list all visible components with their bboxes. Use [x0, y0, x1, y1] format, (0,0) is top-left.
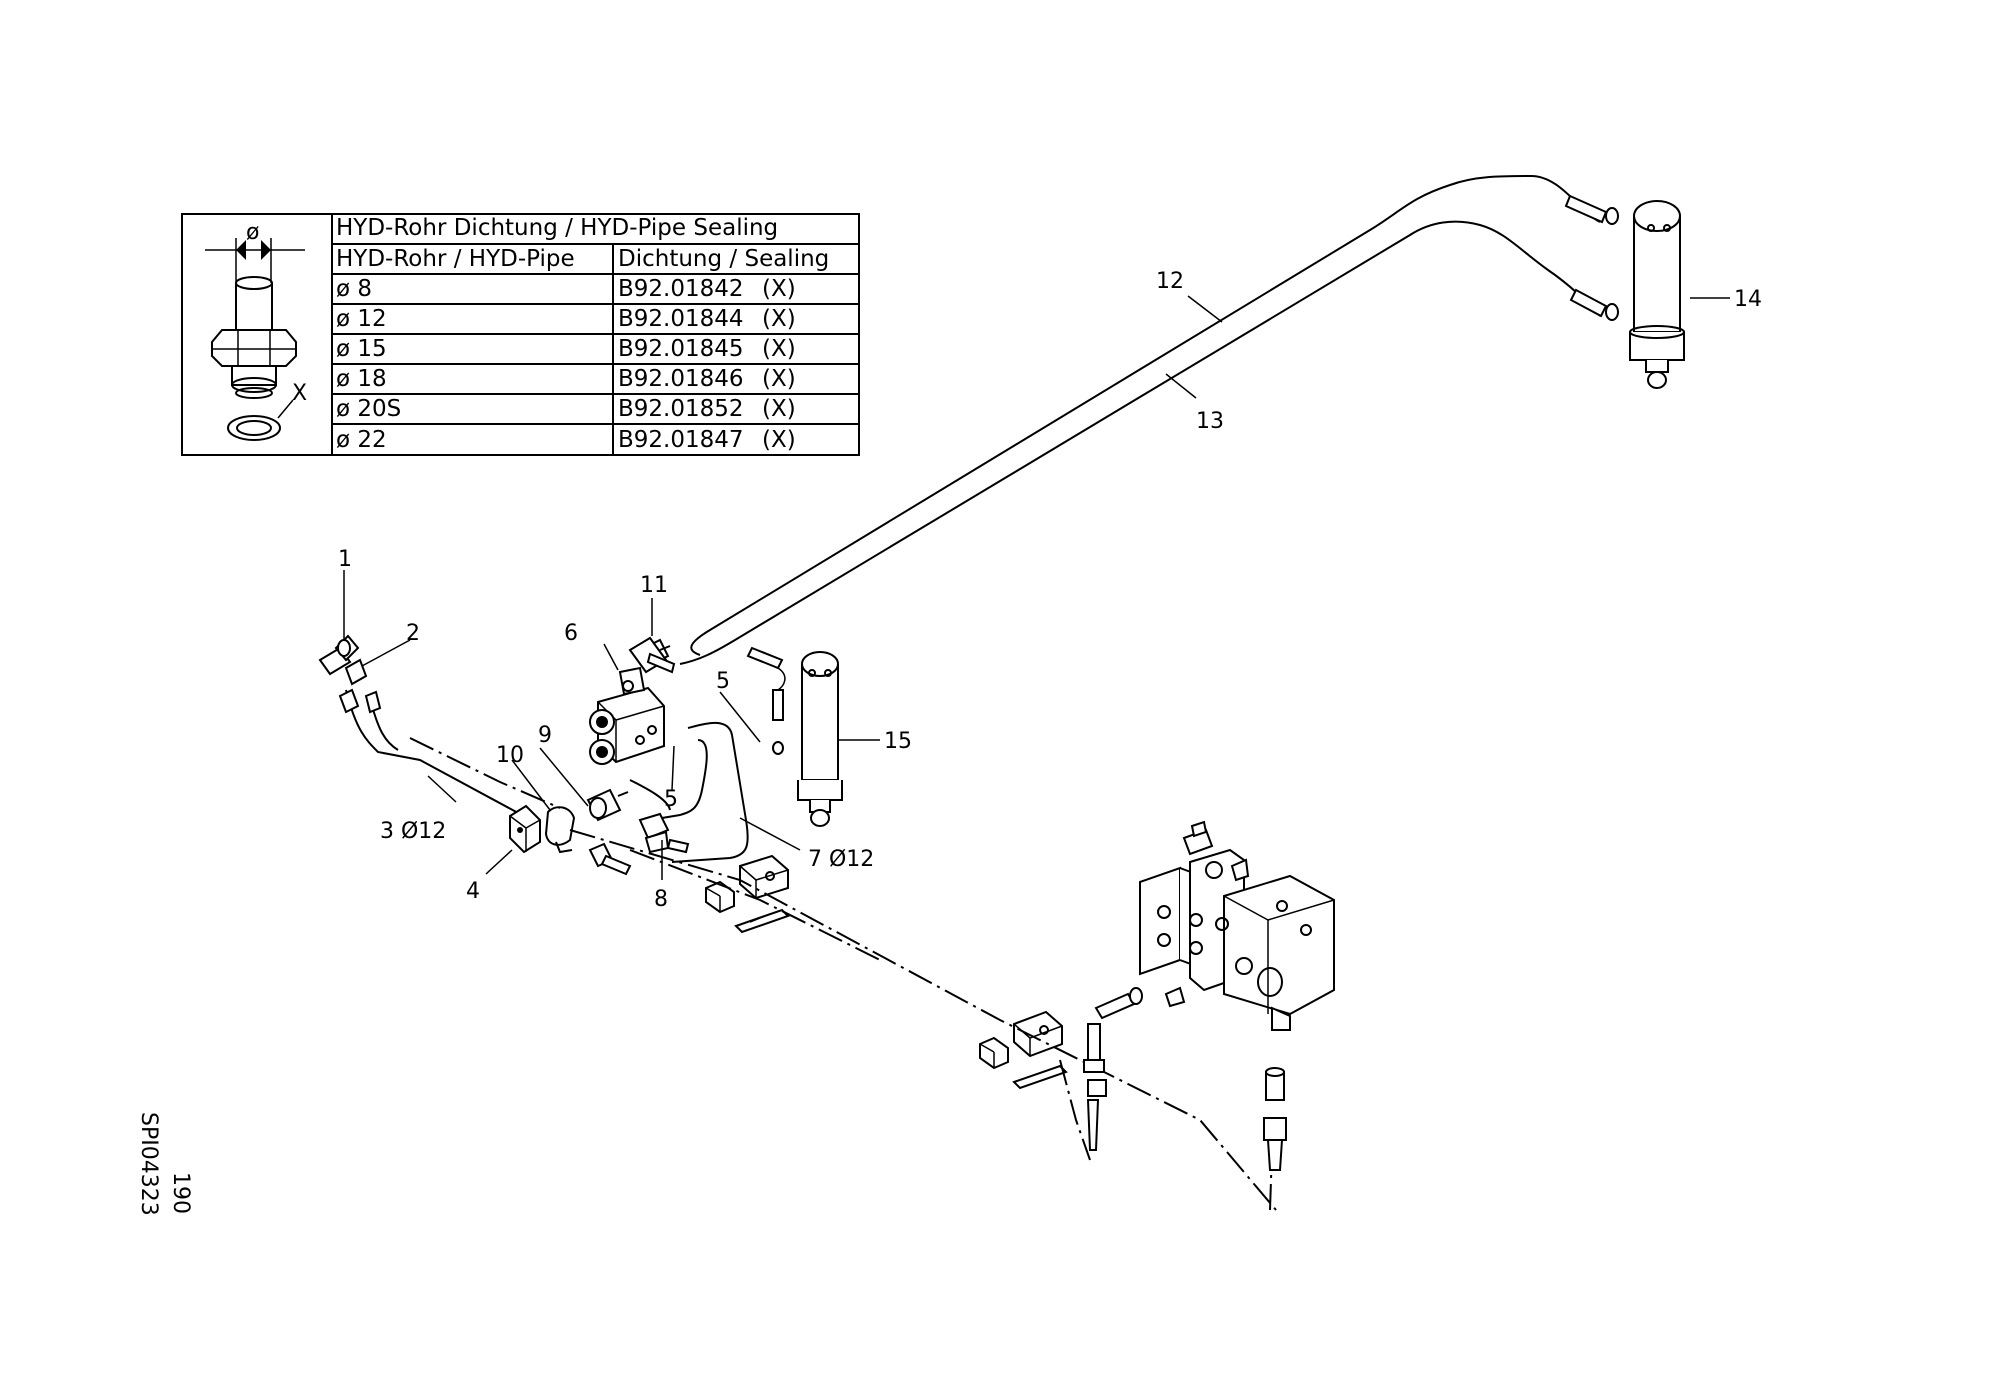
- union-fitting-9: [586, 788, 629, 822]
- callout-leaders: [343, 295, 1730, 880]
- bolt-fitting: [588, 842, 632, 876]
- callout-1: 1: [338, 547, 352, 572]
- sealing-table: HYD-Rohr Dichtung / HYD-Pipe Sealing HYD…: [181, 213, 860, 456]
- pipe-size: ø 15: [336, 336, 387, 362]
- pipe-size: ø 8: [336, 276, 372, 302]
- callout-5: 5: [664, 787, 678, 812]
- table-row: ø 8 B92.01842 (X): [336, 276, 796, 302]
- table-header-pipe: HYD-Rohr / HYD-Pipe: [336, 246, 575, 272]
- table-row: ø 12 B92.01844 (X): [336, 306, 796, 332]
- page-number: 190: [168, 1172, 193, 1214]
- sealing-mark: (X): [762, 276, 796, 302]
- callout-5: 5: [716, 669, 730, 694]
- sealing-part-number: B92.01845: [618, 336, 744, 362]
- callout-6: 6: [564, 621, 578, 646]
- table-row: ø 20S B92.01852 (X): [336, 396, 796, 422]
- table-header-sealing: Dichtung / Sealing: [618, 246, 829, 272]
- bolt-fitting: [1094, 987, 1143, 1020]
- callout-11: 11: [640, 573, 668, 598]
- seal-marker-label: X: [292, 381, 307, 406]
- fitting-8: [638, 812, 690, 854]
- callout-13: 13: [1196, 409, 1224, 434]
- sealing-mark: (X): [762, 336, 796, 362]
- callout-2: 2: [406, 621, 420, 646]
- hose-7: [629, 721, 749, 863]
- pipe-size: ø 12: [336, 306, 387, 332]
- pipe-end-fitting: [1564, 194, 1619, 225]
- callout-15: 15: [884, 729, 912, 754]
- pipe-size: ø 22: [336, 427, 387, 453]
- table-row: ø 15 B92.01845 (X): [336, 336, 796, 362]
- table-title: HYD-Rohr Dichtung / HYD-Pipe Sealing: [336, 215, 778, 241]
- pipe-12: [690, 174, 1601, 656]
- sealing-part-number: B92.01846: [618, 366, 744, 392]
- sealing-part-number: B92.01842: [618, 276, 744, 302]
- sealing-mark: (X): [762, 427, 796, 453]
- callout-3: 3 Ø12: [380, 819, 446, 844]
- sealing-part-number: B92.01852: [618, 396, 744, 422]
- callout-14: 14: [1734, 287, 1762, 312]
- callout-9: 9: [538, 723, 552, 748]
- hydraulic-cylinder-14: [1629, 200, 1685, 389]
- fitting-1-2-group: [318, 634, 382, 714]
- pipe-end-fitting: [746, 646, 786, 755]
- pipe-end-fitting: [1569, 288, 1619, 321]
- footer-block: SPI04323 190: [136, 1112, 193, 1216]
- pipe-size: ø 18: [336, 366, 387, 392]
- pipe-13: [679, 220, 1601, 665]
- callout-labels: 1 2 3 Ø12 4 5 5 6 7 Ø12 8 9 10 11 12 13 …: [338, 269, 1762, 912]
- elbow-fitting-11: [628, 636, 676, 674]
- clamp-block: [1013, 1010, 1063, 1058]
- sealing-part-number: B92.01844: [618, 306, 744, 332]
- sealing-mark: (X): [762, 366, 796, 392]
- callout-10: 10: [496, 743, 524, 768]
- sealing-mark: (X): [762, 306, 796, 332]
- control-valve-assembly: [1139, 820, 1335, 1031]
- clamp-plate: [734, 908, 790, 934]
- clamp-plate: [1012, 1064, 1068, 1090]
- elbow-fitting-10: [544, 806, 576, 854]
- clamp-block: [979, 1036, 1009, 1070]
- bolt-fitting: [1263, 1067, 1287, 1171]
- callout-12: 12: [1156, 269, 1184, 294]
- callout-7: 7 Ø12: [808, 847, 874, 872]
- hydraulic-cylinder-15: [797, 651, 843, 827]
- diameter-symbol: ø: [246, 220, 259, 245]
- callout-4: 4: [466, 879, 480, 904]
- routing-centerline: [409, 737, 1277, 1211]
- clamp-block: [739, 854, 789, 900]
- fitting-sketch: ø X: [205, 220, 307, 441]
- pipe-size: ø 20S: [336, 396, 401, 422]
- drawing-number: SPI04323: [136, 1112, 161, 1216]
- table-row: ø 18 B92.01846 (X): [336, 366, 796, 392]
- sealing-part-number: B92.01847: [618, 427, 744, 453]
- clamp-block: [705, 880, 735, 914]
- bolt-fitting: [1083, 1023, 1107, 1151]
- sealing-mark: (X): [762, 396, 796, 422]
- callout-8: 8: [654, 887, 668, 912]
- table-row: ø 22 B92.01847 (X): [336, 427, 796, 453]
- clamp-block-4: [509, 804, 541, 854]
